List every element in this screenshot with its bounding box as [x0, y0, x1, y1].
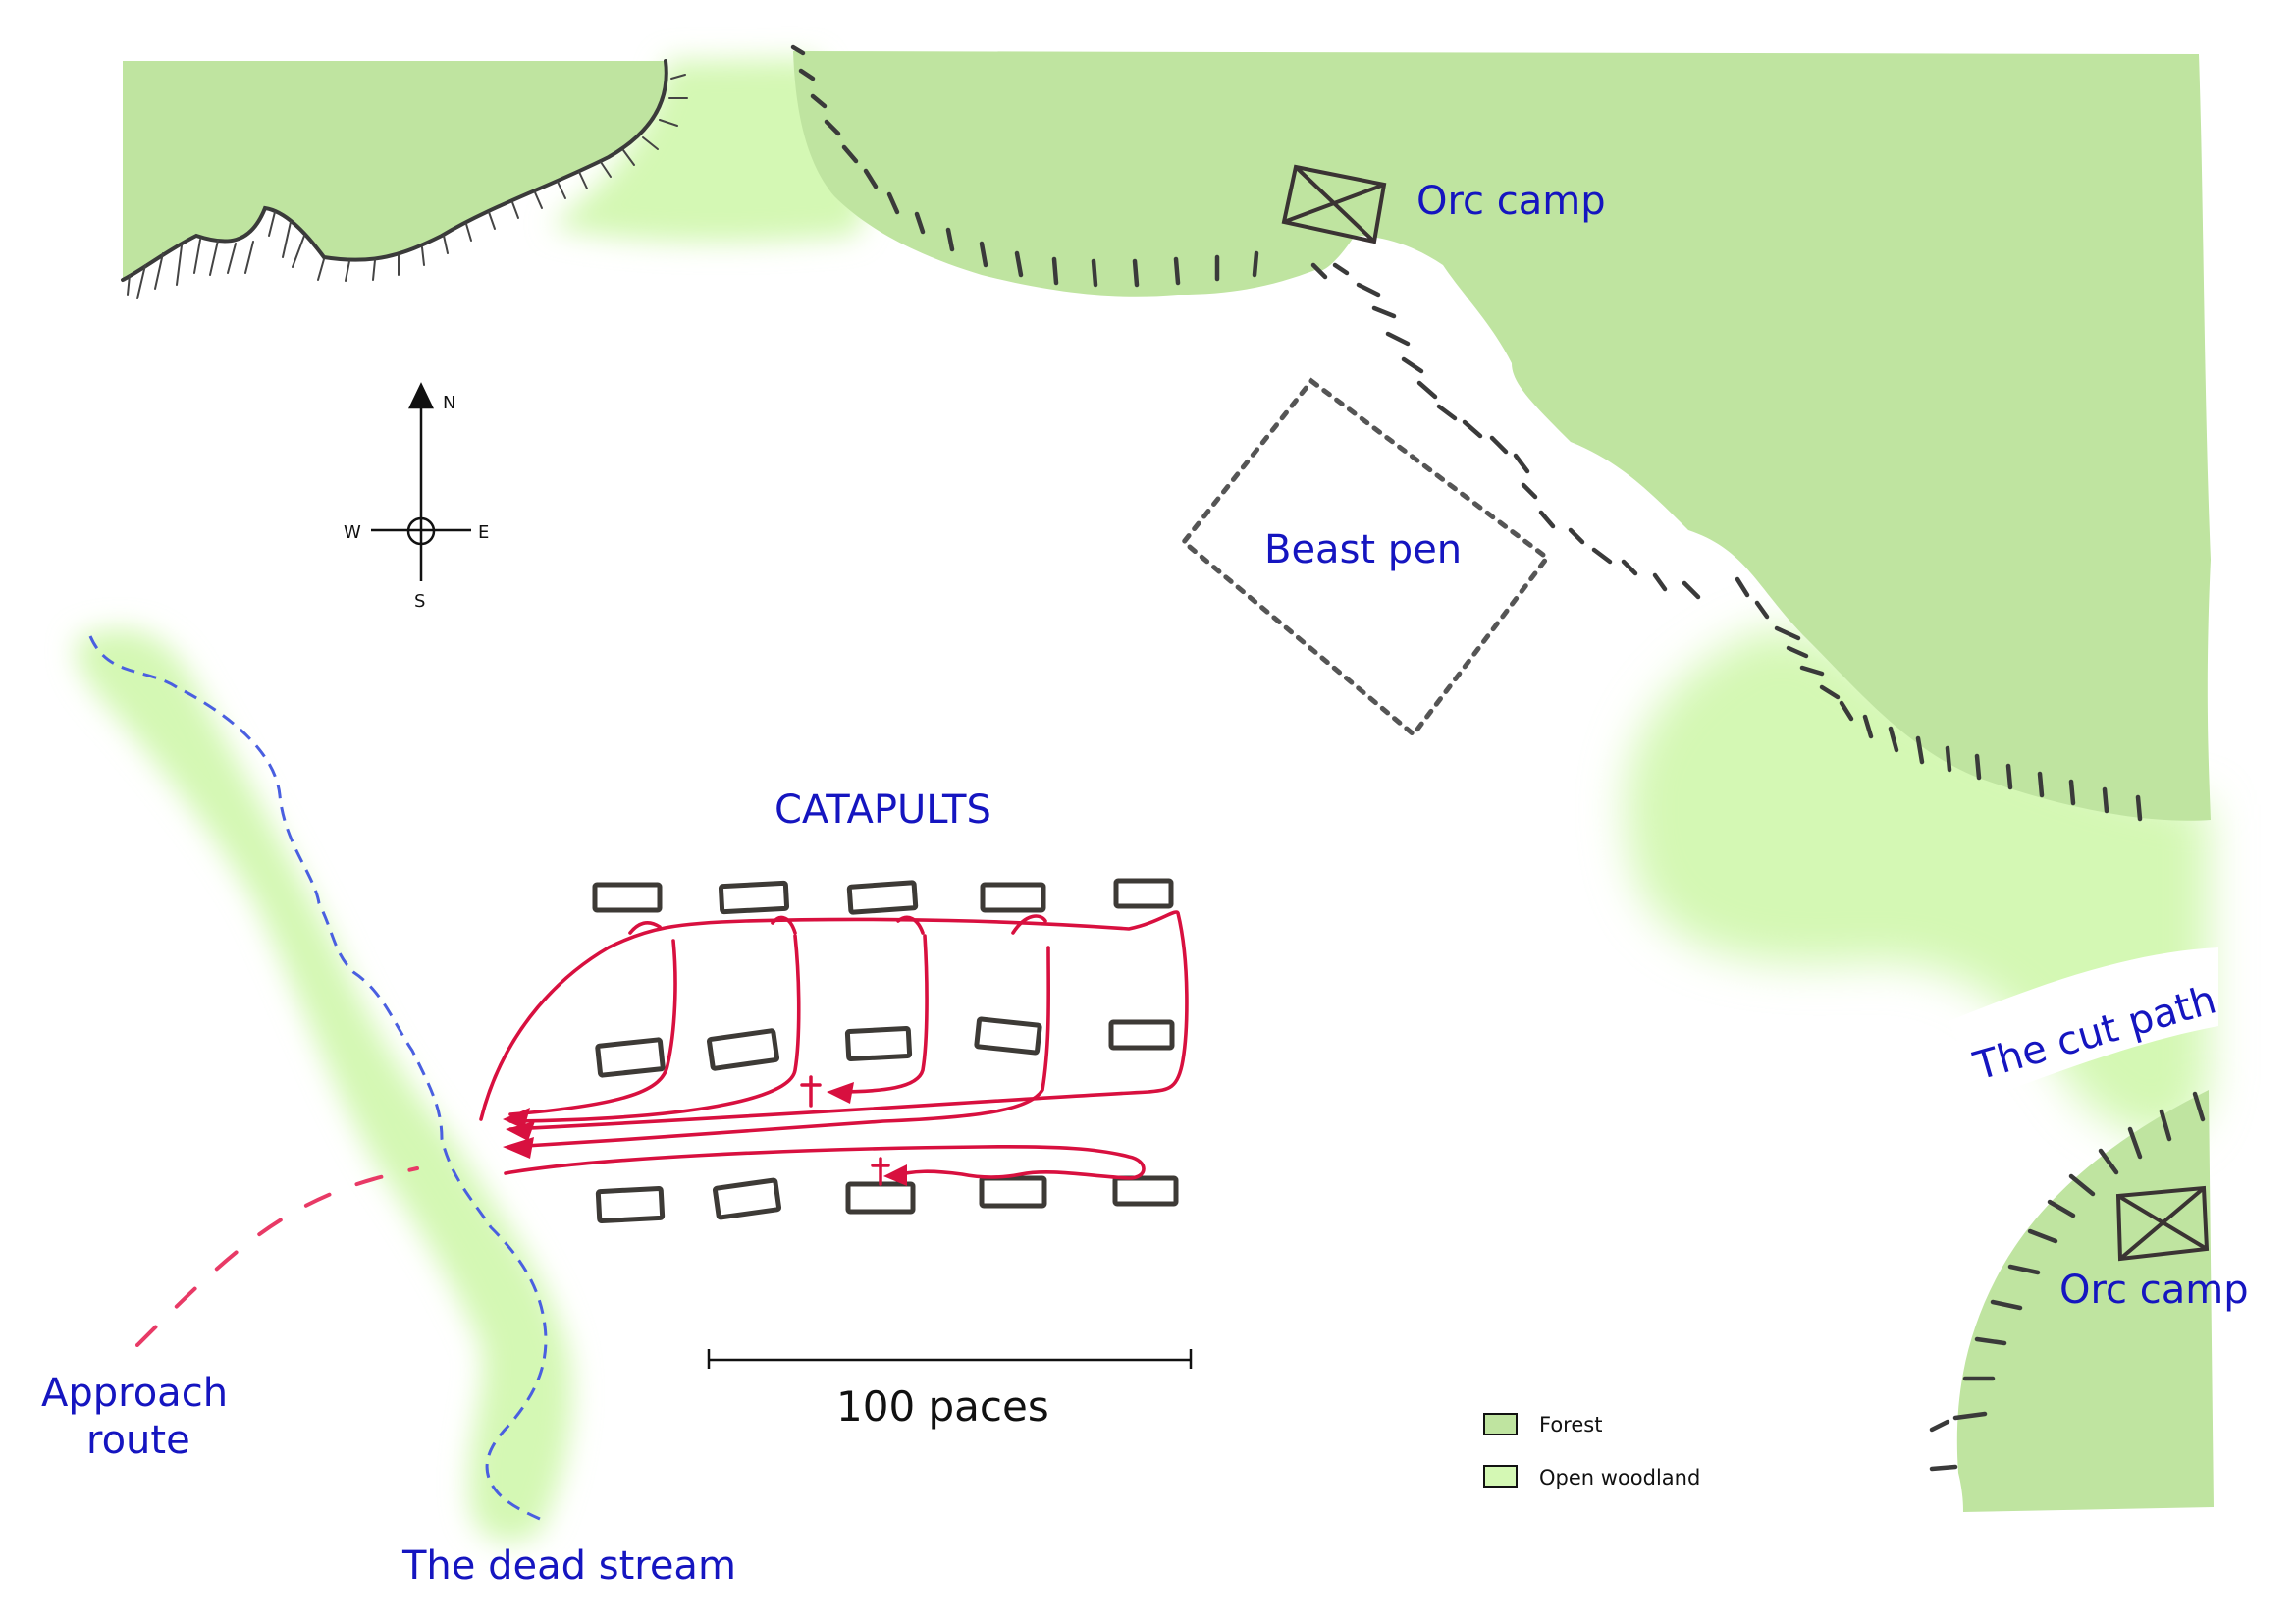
orc-camp-icon	[1281, 164, 1387, 244]
forest-northeast	[793, 51, 2211, 821]
compass-e: E	[478, 522, 489, 543]
legend: Forest Open woodland	[1483, 1413, 1700, 1489]
label-approach-route-2: route	[86, 1418, 190, 1463]
stream-line	[88, 635, 548, 1522]
scale-bar-label: 100 paces	[836, 1382, 1049, 1431]
label-catapults: CATAPULTS	[774, 787, 991, 833]
cliff-hachures	[127, 74, 688, 299]
catapult-icon	[595, 1037, 666, 1078]
orc-camp-icon	[2115, 1185, 2210, 1262]
catapult-battery	[592, 878, 1179, 1224]
catapult-icon	[595, 1185, 666, 1224]
scale-bar	[707, 1349, 1193, 1369]
legend-swatch-forest	[1483, 1413, 1518, 1435]
open-woodland-stream	[76, 628, 572, 1543]
catapult-icon	[979, 1175, 1047, 1209]
forest-northwest	[123, 61, 667, 280]
compass-rose-icon	[371, 382, 471, 581]
catapult-icon	[845, 1181, 916, 1215]
approach-route-line	[135, 1166, 419, 1347]
compass-w: W	[344, 522, 361, 543]
catapult-icon	[974, 1016, 1042, 1056]
grave-marker-icon	[800, 1075, 822, 1108]
catapult-icon	[706, 1028, 780, 1071]
catapult-icon	[1113, 878, 1174, 909]
catapult-icon	[1108, 1019, 1175, 1051]
cut-path	[1949, 947, 2218, 1100]
beast-pen-fence	[1180, 377, 1551, 738]
label-dead-stream: The dead stream	[401, 1543, 736, 1589]
catapult-icon	[980, 882, 1046, 913]
label-beast-pen: Beast pen	[1264, 527, 1462, 572]
compass-s: S	[414, 591, 425, 612]
attack-routes	[479, 910, 1189, 1186]
catapult-icon	[712, 1177, 782, 1220]
label-orc-camp-north: Orc camp	[1416, 179, 1606, 224]
forest-edge-ticks	[790, 44, 2206, 1472]
open-woodland-north-gap	[550, 59, 865, 243]
arrowhead-icon	[503, 1082, 907, 1186]
forest-southeast	[1956, 1090, 2214, 1512]
catapult-icon	[718, 880, 790, 915]
legend-label-open-woodland: Open woodland	[1539, 1466, 1700, 1489]
catapult-icon	[844, 1025, 913, 1062]
legend-swatch-open-woodland	[1483, 1465, 1518, 1488]
catapult-icon	[1112, 1175, 1179, 1207]
compass-n: N	[443, 393, 455, 413]
forest-areas	[123, 51, 2214, 1512]
catapult-icon	[846, 880, 919, 915]
cliff-edge	[121, 59, 688, 299]
label-orc-camp-east: Orc camp	[2059, 1268, 2249, 1313]
catapult-icon	[592, 882, 663, 913]
grave-marker-icon	[871, 1157, 890, 1186]
label-approach-route-1: Approach	[41, 1371, 228, 1416]
legend-label-forest: Forest	[1539, 1413, 1602, 1436]
